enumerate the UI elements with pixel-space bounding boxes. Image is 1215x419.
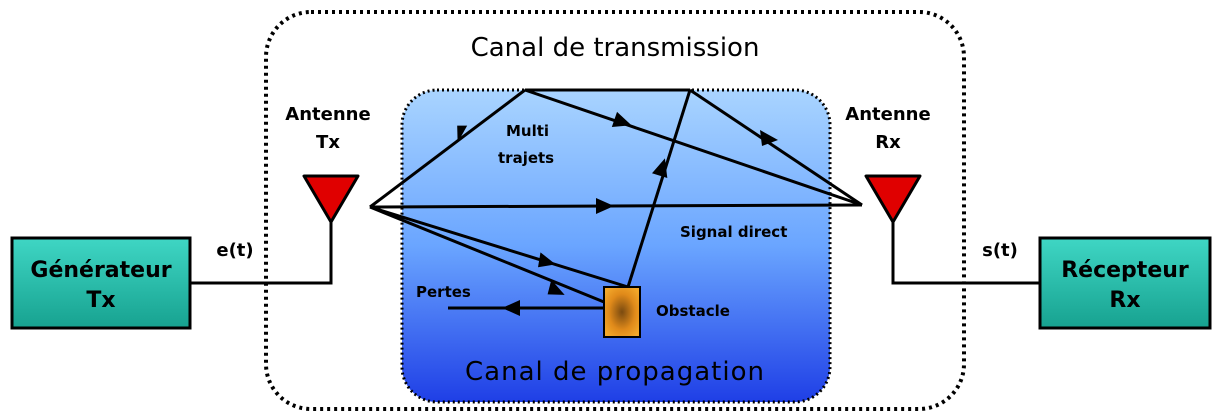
input-signal-label: e(t) — [216, 240, 253, 261]
arrow-heads — [457, 111, 778, 316]
antenna-rx-label-line2: Rx — [875, 132, 901, 153]
antenna-rx-label-line1: Antenne — [845, 104, 930, 125]
receiver-block: Récepteur Rx — [1038, 236, 1212, 330]
obstacle-block — [603, 286, 641, 338]
arrow-multipath-up — [457, 125, 468, 143]
arrow-obstacle-1 — [538, 252, 556, 268]
generator-label-line1: Générateur — [30, 258, 171, 283]
obstacle-reflection — [626, 89, 692, 288]
antenna-rx-icon — [864, 174, 922, 224]
multipath-label-line1: Multi — [506, 122, 549, 140]
arrow-upper-right — [760, 130, 778, 146]
signal-paths — [369, 88, 863, 310]
rx-antenna: Antenne Rx — [845, 104, 931, 224]
losses-label: Pertes — [416, 283, 471, 301]
propagation-channel-box — [400, 88, 832, 404]
tx-antenna: Antenne Tx — [285, 104, 371, 224]
path-to-obstacle-2 — [369, 205, 605, 304]
arrow-top-right — [611, 111, 632, 127]
antenna-tx-label-line2: Tx — [316, 132, 340, 153]
antenna-tx-icon — [302, 174, 360, 224]
multipath-label-line2: trajets — [498, 149, 554, 167]
rx-to-receiver-wire — [891, 222, 1040, 285]
arrow-losses — [502, 300, 520, 316]
arrow-direct — [596, 198, 614, 214]
transmission-channel-title: Canal de transmission — [471, 33, 760, 63]
direct-path — [369, 203, 863, 209]
generator-block: Générateur Tx — [10, 236, 192, 330]
multipath-segment-4 — [689, 88, 863, 207]
obstacle-label: Obstacle — [656, 302, 730, 320]
propagation-channel-title: Canal de propagation — [465, 357, 765, 387]
direct-signal-label: Signal direct — [680, 223, 787, 241]
path-to-obstacle-1 — [369, 205, 629, 289]
receiver-label-line2: Rx — [1109, 288, 1140, 313]
multipath-segment-1 — [369, 88, 526, 209]
multipath-segment-2 — [524, 88, 863, 207]
generator-label-line2: Tx — [86, 288, 115, 313]
output-signal-label: s(t) — [982, 240, 1018, 261]
receiver-label-line1: Récepteur — [1061, 258, 1189, 283]
generator-to-tx-wire — [190, 222, 333, 285]
antenna-tx-label-line1: Antenne — [285, 104, 370, 125]
arrow-reflection-up — [652, 158, 668, 178]
transmission-channel-box — [264, 10, 966, 411]
arrow-obstacle-2 — [547, 279, 565, 295]
